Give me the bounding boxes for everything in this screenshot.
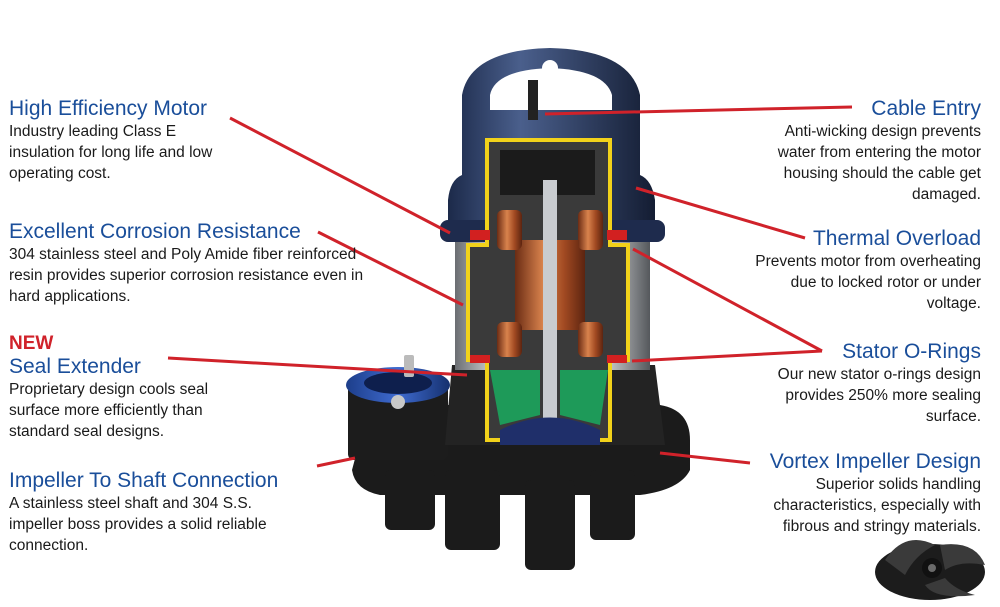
impeller-shaft-title: Impeller To Shaft Connection bbox=[9, 469, 279, 492]
vortex-description: Superior solids handling characteristics… bbox=[773, 476, 981, 535]
leader-lines bbox=[167, 105, 853, 468]
thermal-description: Prevents motor from overheating due to l… bbox=[755, 253, 981, 312]
callout-high-efficiency-motor: High Efficiency Motor Industry leading C… bbox=[9, 97, 239, 184]
cutaway-interior bbox=[466, 138, 630, 445]
impeller-illustration bbox=[875, 540, 985, 600]
vortex-title: Vortex Impeller Design bbox=[769, 450, 981, 473]
callout-cable-entry: Cable Entry Anti-wicking design prevents… bbox=[756, 97, 981, 205]
leader-seal bbox=[167, 356, 468, 377]
leader-vortex bbox=[659, 451, 751, 465]
cable-description: Anti-wicking design prevents water from … bbox=[777, 123, 981, 203]
motor-title: High Efficiency Motor bbox=[9, 97, 208, 120]
leader-impeller-shaft bbox=[316, 456, 356, 468]
discharge-outlet bbox=[346, 355, 450, 460]
callout-thermal-overload: Thermal Overload Prevents motor from ove… bbox=[741, 227, 981, 314]
leader-thermal bbox=[635, 186, 806, 240]
thermal-title: Thermal Overload bbox=[812, 227, 981, 250]
callout-impeller-shaft-connection: Impeller To Shaft Connection A stainless… bbox=[9, 469, 309, 556]
seal-description: Proprietary design cools seal surface mo… bbox=[9, 381, 209, 440]
callout-stator-o-rings: Stator O-Rings Our new stator o-rings de… bbox=[751, 340, 981, 427]
callout-vortex-impeller: Vortex Impeller Design Superior solids h… bbox=[746, 450, 981, 537]
stator-title: Stator O-Rings bbox=[842, 340, 981, 363]
corrosion-title: Excellent Corrosion Resistance bbox=[9, 220, 301, 243]
new-badge: NEW bbox=[9, 333, 54, 354]
callout-seal-extender: NEW Seal Extender Proprietary design coo… bbox=[9, 333, 254, 442]
leader-corrosion bbox=[317, 230, 464, 307]
leader-stator-1 bbox=[632, 247, 823, 353]
leader-stator-2 bbox=[631, 349, 823, 363]
seal-title: Seal Extender bbox=[9, 355, 141, 378]
callout-corrosion-resistance: Excellent Corrosion Resistance 304 stain… bbox=[9, 220, 369, 307]
leader-motor bbox=[229, 116, 451, 235]
stator-description: Our new stator o-rings design provides 2… bbox=[777, 366, 981, 425]
cable-title: Cable Entry bbox=[871, 97, 981, 120]
corrosion-description: 304 stainless steel and Poly Amide fiber… bbox=[9, 246, 364, 305]
motor-description: Industry leading Class E insulation for … bbox=[9, 123, 213, 182]
impeller-shaft-description: A stainless steel shaft and 304 S.S. imp… bbox=[9, 495, 267, 554]
power-cable bbox=[528, 80, 538, 120]
leader-cable bbox=[544, 105, 853, 116]
